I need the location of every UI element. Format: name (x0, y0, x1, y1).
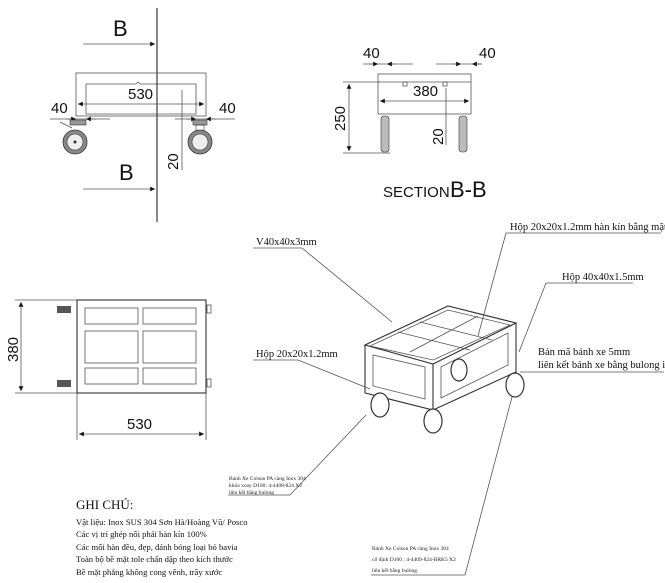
callout-fixed-caster-line3: liên kết bằng bulong (372, 567, 417, 574)
section-title-suffix: B-B (450, 177, 487, 202)
panel-3 (84, 330, 139, 364)
top-dim-width-label: 530 (127, 416, 152, 433)
top-dim-depth-label: 380 (5, 337, 22, 362)
section-dim-right-label: 40 (479, 45, 496, 62)
caster-fixed (187, 119, 213, 155)
notes-heading: GHI CHÚ: (76, 497, 134, 512)
dim-width-label: 530 (128, 86, 153, 103)
iso-right-opening (440, 332, 509, 399)
iso-wheel-back-left (450, 358, 468, 382)
iso-rail-3 (409, 315, 479, 353)
section-dim-left-label: 40 (363, 45, 380, 62)
section-marker-top: B (113, 16, 128, 41)
frame-inner (85, 81, 197, 115)
iso-top (363, 305, 518, 365)
note-item: Vật liệu: Inox SUS 304 Sơn Hà/Hoàng Vũ/ … (76, 517, 248, 527)
panel-5 (84, 367, 139, 385)
section-dim-height-label: 250 (332, 106, 349, 131)
leader-side-tube (253, 359, 371, 390)
iso-wheel-front-right (423, 408, 443, 434)
callout-swivel-caster-line3: liên kết bằng bulong (229, 489, 274, 496)
panel-1 (84, 307, 139, 325)
tube-section-a (402, 81, 408, 87)
callout-caster-plate-line2: liên kết bánh xe bằng bulong inox (538, 360, 665, 371)
notes-block: GHI CHÚ: Vật liệu: Inox SUS 304 Sơn Hà/H… (76, 497, 248, 578)
top-caster-3 (206, 304, 212, 314)
leader-frame-tube (518, 282, 633, 353)
note-item: Bề mặt phẳng không cong vênh, trầy xước (76, 566, 223, 577)
top-caster-2 (57, 380, 71, 387)
section-frame (377, 73, 472, 115)
iso-front-opening (372, 354, 426, 400)
section-dim-clearance-label: 20 (430, 128, 447, 145)
iso-wheel-front-left (370, 392, 390, 418)
section-dim-width-label: 380 (413, 83, 438, 100)
callout-caster-plate-line1: Bản mã bánh xe 5mm (538, 347, 630, 358)
callout-swivel-caster-line2: khóa xoay D100: 4-4408-824 X2 (229, 483, 302, 489)
front-view: B B 530 40 40 20 (50, 8, 236, 222)
iso-front-side (364, 345, 434, 411)
note-item: Các vị trí ghép nối phải hàn kín 100% (76, 529, 207, 540)
section-marker-bottom: B (119, 160, 134, 185)
callout-side-tube: Hộp 20x20x1.2mm (256, 349, 338, 360)
leader-swivel-caster (228, 414, 367, 496)
top-caster-1 (57, 306, 71, 313)
tube-section-b (442, 81, 448, 87)
dim-left-offset-label: 40 (51, 100, 68, 117)
dim-right-offset-label: 40 (219, 100, 236, 117)
section-view: 380 40 40 250 20 SECTION B-B (332, 45, 496, 202)
panel-4 (142, 330, 197, 364)
note-item: Các mối hàn đều, đẹp, đánh bóng loại bỏ … (76, 541, 238, 552)
callout-fixed-caster-line2: cố định D100 : 4-4409-824-BRK5 X2 (372, 556, 456, 563)
section-wheel-left (380, 115, 390, 153)
callout-top-tube: Hộp 20x20x1.2mm hàn kín bằng mặt (510, 222, 665, 233)
callout-fixed-caster-line1: Bánh Xe Colson PA càng Inox 304 (372, 546, 449, 552)
top-view: 380 530 (5, 299, 212, 440)
iso-rail-2 (419, 321, 493, 341)
panel-2 (142, 307, 197, 325)
section-title-prefix: SECTION (383, 184, 450, 201)
panel-6 (142, 367, 197, 385)
section-wheel-right (458, 115, 468, 153)
top-caster-4 (206, 378, 212, 388)
callout-swivel-caster-line1: Bánh Xe Colson PA càng Inox 304 (229, 476, 306, 482)
leader-top-tube (477, 232, 661, 337)
top-frame (76, 299, 207, 394)
iso-wheel-back-right (505, 372, 525, 398)
leader-fixed-caster (371, 396, 513, 576)
callout-angle: V40x40x3mm (256, 237, 317, 248)
caster-swivel-brake (59, 119, 88, 155)
iso-right-side (432, 323, 517, 411)
iso-top-inner (368, 309, 512, 361)
leader-angle (253, 247, 393, 323)
note-item: Toàn bộ bề mặt tole chấn dập theo kích t… (76, 554, 233, 565)
callout-frame-tube: Hộp 40x40x1.5mm (562, 272, 644, 283)
iso-rail-1 (397, 331, 471, 351)
frame-outline (75, 72, 207, 117)
isometric-view (228, 232, 664, 576)
dim-clearance-label: 20 (165, 153, 182, 170)
